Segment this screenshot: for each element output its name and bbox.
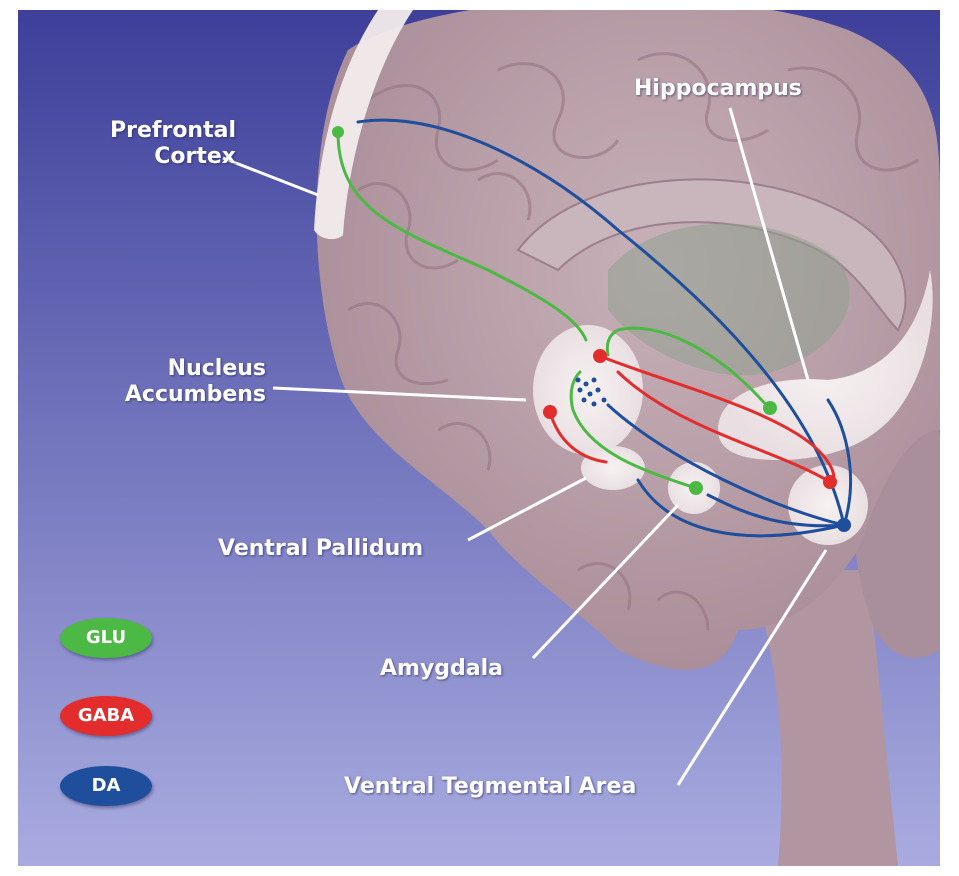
label-ventral-pallidum: Ventral Pallidum xyxy=(218,536,423,562)
label-nucleus-line2: Accumbens xyxy=(76,382,266,408)
legend-gaba: GABA xyxy=(60,696,152,736)
label-prefrontal-line2: Cortex xyxy=(56,144,236,170)
label-amygdala: Amygdala xyxy=(380,656,503,682)
legend-da: DA xyxy=(60,766,152,806)
label-nucleus-accumbens: Nucleus Accumbens xyxy=(76,356,266,408)
label-ventral-tegmental-area: Ventral Tegmental Area xyxy=(344,774,636,800)
label-nucleus-line1: Nucleus xyxy=(76,356,266,382)
label-hippocampus: Hippocampus xyxy=(634,76,802,102)
legend-glu: GLU xyxy=(60,618,152,658)
label-prefrontal-line1: Prefrontal xyxy=(56,118,236,144)
diagram-frame: Prefrontal Cortex Hippocampus Nucleus Ac… xyxy=(18,10,940,866)
label-prefrontal-cortex: Prefrontal Cortex xyxy=(56,118,236,170)
